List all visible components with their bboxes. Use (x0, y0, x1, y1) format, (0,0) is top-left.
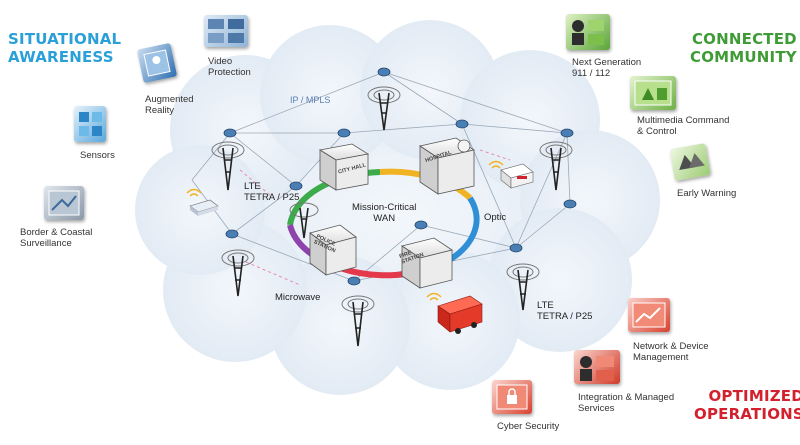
early-warning-line-1: Early Warning (677, 188, 737, 199)
microwave-label: Microwave (275, 292, 321, 303)
network-links (191, 71, 571, 282)
cloud-shape (135, 20, 660, 395)
network-management-line-1: Network & Device (633, 341, 709, 352)
sensors-line-1: Sensors (80, 150, 115, 161)
optimized-operations-heading: OPTIMIZED OPERATIONS (694, 387, 800, 423)
wan-label: Mission-Critical WAN (352, 202, 416, 224)
microwave-links (239, 149, 511, 286)
integration-services-line-1: Integration & Managed (578, 392, 675, 403)
connected-line-2: COMMUNITY (690, 48, 797, 66)
multimedia-command-line-2: & Control (637, 126, 677, 137)
cyber-security-label: Cyber Security (497, 421, 559, 432)
situational-awareness-heading: SITUATIONAL AWARENESS (8, 30, 121, 66)
vehicles (189, 163, 534, 334)
lte-right-line-1: LTE (537, 300, 554, 311)
buildings (309, 137, 476, 289)
cyber-security-icon (492, 380, 532, 414)
video-protection-icon (204, 15, 248, 47)
next-generation-line-2: 911 / 112 (572, 68, 611, 79)
network-management-label: Network & Device Management (633, 341, 709, 363)
early-warning-icon (669, 143, 711, 181)
augmented-reality-label: Augmented Reality (145, 94, 194, 116)
lte-left-label: LTE TETRA / P25 (244, 181, 299, 203)
wan-line-2: WAN (373, 213, 396, 224)
network-management-icon (628, 298, 670, 332)
integration-services-label: Integration & Managed Services (578, 392, 674, 414)
connected-line-1: CONNECTED (691, 30, 797, 48)
lte-right-label: LTE TETRA / P25 (537, 300, 592, 322)
sensors-icon (74, 106, 106, 142)
next-generation-icon (566, 14, 610, 50)
multimedia-command-icon (630, 76, 676, 110)
ip-mpls-label: IP / MPLS (290, 95, 331, 105)
augmented-reality-line-1: Augmented (145, 94, 194, 105)
wireless-signals (186, 160, 504, 301)
integration-services-icon (574, 350, 620, 384)
early-warning-label: Early Warning (677, 188, 736, 199)
cyber-security-line-1: Cyber Security (497, 421, 560, 432)
border-surveillance-label: Border & Coastal Surveillance (20, 227, 92, 249)
radio-towers (211, 86, 573, 347)
optic-label: Optic (484, 212, 507, 223)
network-nodes (223, 67, 577, 286)
lte-right-line-2: TETRA / P25 (537, 311, 593, 322)
multimedia-command-line-1: Multimedia Command (637, 115, 730, 126)
multimedia-command-label: Multimedia Command & Control (637, 115, 729, 137)
situational-line-2: AWARENESS (8, 48, 114, 66)
border-surveillance-icon (44, 186, 84, 220)
sensors-label: Sensors (80, 150, 115, 161)
augmented-reality-line-2: Reality (145, 105, 175, 116)
network-management-line-2: Management (633, 352, 689, 363)
ambulance-icon (500, 163, 534, 189)
optimized-line-2: OPERATIONS (694, 405, 800, 423)
border-surveillance-line-1: Border & Coastal (20, 227, 93, 238)
lte-left-line-1: LTE (244, 181, 261, 192)
fire-truck-icon (437, 295, 483, 334)
video-protection-line-2: Protection (208, 67, 251, 78)
lte-left-line-2: TETRA / P25 (244, 192, 300, 203)
next-generation-line-1: Next Generation (572, 57, 642, 68)
border-surveillance-line-2: Surveillance (20, 238, 72, 249)
video-protection-label: Video Protection (208, 56, 251, 78)
connected-community-heading: CONNECTED COMMUNITY (690, 30, 797, 66)
augmented-reality-icon (136, 42, 178, 84)
wan-line-1: Mission-Critical (352, 202, 417, 213)
police-car-icon (189, 199, 219, 216)
video-protection-line-1: Video (208, 56, 233, 67)
situational-line-1: SITUATIONAL (8, 30, 122, 48)
integration-services-line-2: Services (578, 403, 615, 414)
optimized-line-1: OPTIMIZED (708, 387, 800, 405)
next-generation-label: Next Generation 911 / 112 (572, 57, 641, 79)
